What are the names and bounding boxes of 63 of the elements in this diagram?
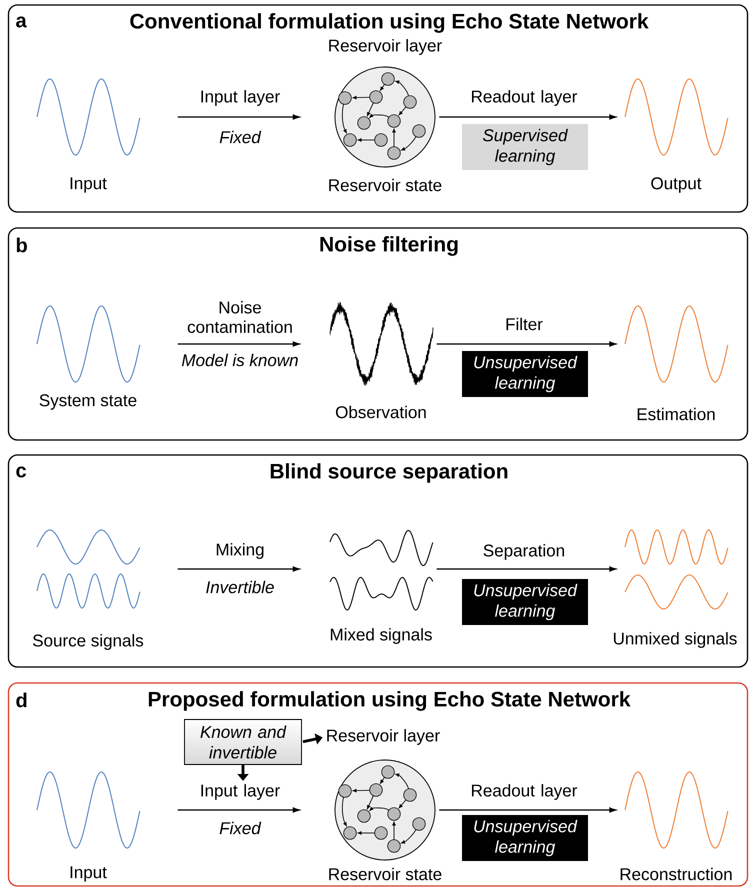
learning-box: Supervised learning [462,124,588,170]
node-label: Estimation [638,408,715,420]
learning-box: Unsupervised learning [462,579,588,625]
edge-label: Filter [506,318,543,330]
edge-label: Readout layer [472,90,578,106]
signal-waves [330,530,434,610]
annotation: Fixed [220,130,262,144]
arrow [178,807,300,813]
sine-wave [36,78,140,156]
node-label: Source signals [33,634,144,650]
arrow [178,566,300,572]
sine-wave [624,772,728,848]
node-label: Unmixed signals [614,632,737,648]
arrow [436,341,616,347]
panel-title: Blind source separation [270,463,508,483]
reservoir-drawing [334,66,436,168]
node-label: Reservoir layer [329,39,442,55]
node-label: System state [40,394,136,410]
arrow [436,566,616,572]
panel [8,682,748,887]
annotation: Invertible [206,580,274,594]
annotation: Fixed [220,822,262,834]
sine-wave [624,306,728,382]
signal-waves [36,530,140,608]
noisy-wave [330,302,434,386]
panel [8,227,748,441]
edge-label: Noise contamination [188,301,292,333]
edge-label: Mixing [216,543,264,559]
panel [8,454,748,668]
panel-letter: d [16,692,26,708]
signal-waves [624,530,728,610]
node-label: Reservoir state [329,178,442,192]
mapping-box: Known and invertible [184,719,302,765]
node-label: Mixed signals [330,628,432,644]
learning-box: Unsupervised learning [462,351,588,397]
node-label: Reconstruction [620,868,732,880]
panel-title: Conventional formulation using Echo State Network [130,13,649,33]
edge-label: Separation [484,544,564,560]
panel-letter: b [16,238,27,252]
node-label: Output [651,177,702,193]
edge-label: Input layer [201,90,280,106]
node-label: Reservoir state [329,868,442,880]
panel-letter: a [16,16,27,28]
node-label: Input [70,177,107,193]
edge-label: Readout layer [472,784,578,800]
sine-wave [624,78,728,156]
reservoir-drawing [334,760,436,860]
panel [8,4,748,213]
panel-title: Noise filtering [320,236,458,256]
annotation: Model is known [182,354,298,366]
arrow [178,341,300,347]
panel-letter: c [16,466,26,478]
edge-label: Input layer [201,784,280,800]
node-label: Observation [336,406,426,418]
sine-wave [36,306,140,382]
arrow [178,114,300,120]
panel-title: Proposed formulation using Echo State Network [148,691,631,711]
arrow [439,807,616,813]
node-label: Input [70,866,107,882]
learning-box: Unsupervised learning [462,815,588,861]
layer-label: Reservoir layer [327,729,440,745]
sine-wave [36,772,140,848]
arrow [439,114,616,120]
